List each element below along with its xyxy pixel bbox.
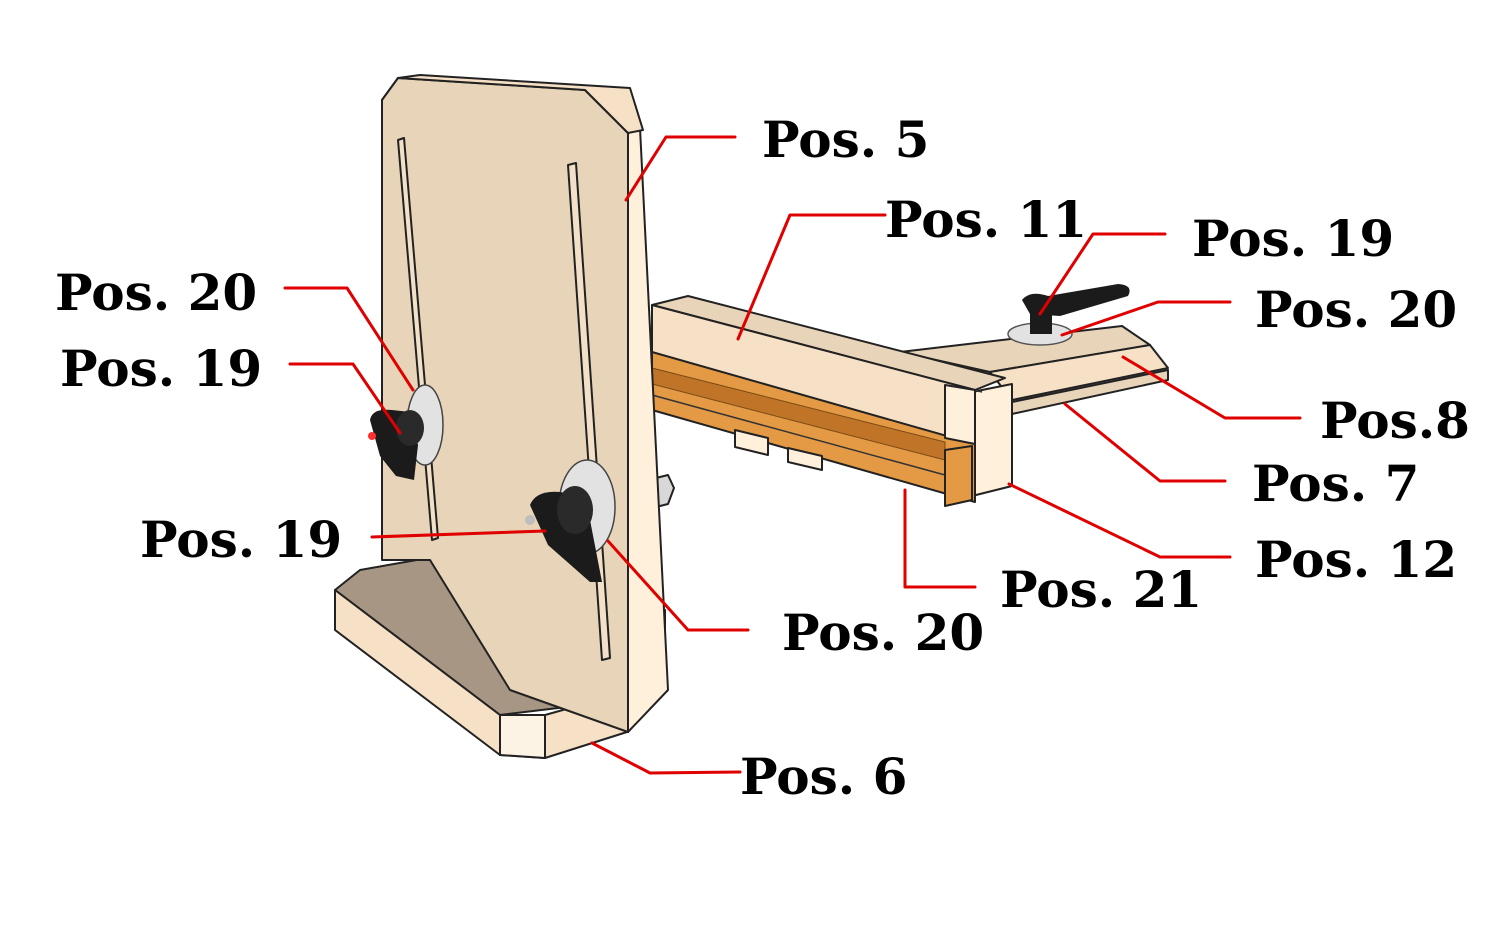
fence-right-edge [627,127,669,733]
label-pos12: Pos. 12 [1255,530,1457,589]
leader-pos6 [590,741,742,775]
rail-bar-end [944,384,976,445]
leader-pos19-left [288,362,402,435]
leader-pos7 [1063,402,1227,483]
label-pos19-left: Pos. 19 [60,339,262,398]
leader-pos11 [736,213,887,341]
label-pos19-top-right: Pos. 19 [1192,209,1394,268]
base-chamfer [499,714,546,759]
label-pos20-top-right: Pos. 20 [1255,280,1457,339]
fence-top [397,74,644,134]
leader-pos5 [624,135,737,202]
label-pos20-left: Pos. 20 [55,263,257,322]
label-pos7: Pos. 7 [1252,454,1419,513]
leader-pos21 [903,488,977,589]
leader-pos19-tr [1038,232,1167,316]
support-block-1 [734,429,769,456]
star-knob-icon [525,486,602,582]
support-block-2 [787,447,823,471]
leader-pos20-tr [1060,300,1232,337]
label-pos11: Pos. 11 [885,190,1087,249]
label-pos20-bottom: Pos. 20 [782,603,984,662]
rail-end-profile [944,445,973,507]
leader-pos8 [1121,355,1302,420]
star-knob-icon [368,409,424,480]
label-pos6: Pos. 6 [740,747,907,806]
fence-assembly [334,74,669,759]
leader-lines [283,135,1302,775]
leader-pos20-left [283,286,415,392]
leader-pos20-bottom [606,539,750,632]
label-pos8: Pos.8 [1320,391,1470,450]
rail-assembly [651,284,1169,508]
leader-pos12 [1007,482,1232,559]
clamping-lever-icon [1007,284,1130,346]
end-block-front [971,383,1013,497]
labels: Pos. 5 Pos. 11 Pos. 19 Pos. 20 Pos.8 Pos… [55,110,1470,806]
leader-pos19-middle [370,529,547,539]
label-pos19-middle: Pos. 19 [140,510,342,569]
label-pos21: Pos. 21 [1000,560,1202,619]
label-pos5: Pos. 5 [762,110,929,169]
